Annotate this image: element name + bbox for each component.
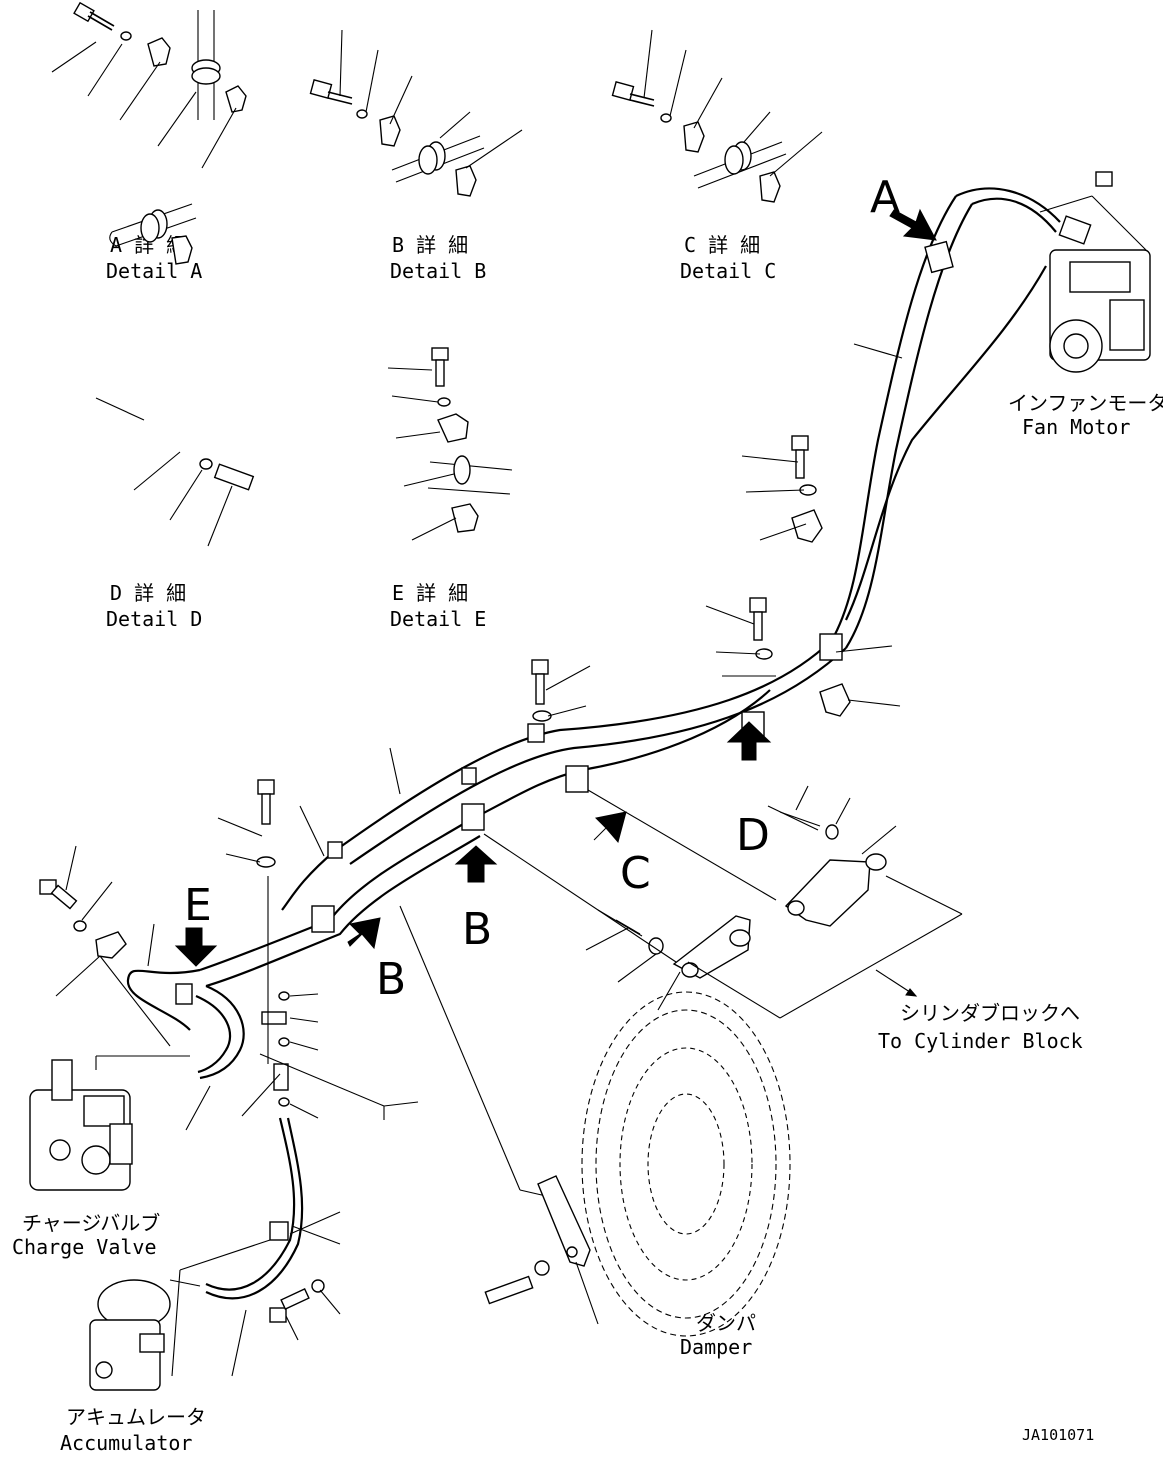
detail-e-title-en: Detail E: [390, 607, 486, 631]
detail-a-title-en: Detail A: [106, 259, 202, 283]
damper-drawing: [484, 991, 791, 1337]
detail-d-title-jp: D 詳 細: [110, 581, 186, 605]
damper-label-en: Damper: [680, 1335, 752, 1359]
detail-b-drawing: [309, 29, 523, 197]
detail-c-title-jp: C 詳 細: [684, 233, 760, 257]
detail-d-title-en: Detail D: [106, 607, 202, 631]
main-hose-assembly: [39, 187, 1061, 1377]
view-arrows: [174, 208, 937, 967]
detail-c-drawing: [611, 29, 823, 203]
charge-valve-label-en: Charge Valve: [12, 1235, 157, 1259]
cylinder-block-label-jp: シリンダブロックへ: [900, 1001, 1080, 1025]
accumulator-drawing: [89, 1279, 201, 1391]
damper-label-jp: ダンパ: [696, 1311, 756, 1335]
charge-valve-drawing: [29, 1059, 133, 1191]
fan-motor-label-jp: インファンモータ: [1008, 391, 1163, 415]
detail-b-title-en: Detail B: [390, 259, 486, 283]
detail-d-drawing: [95, 203, 255, 547]
detail-b-title-jp: B 詳 細: [392, 233, 468, 257]
detail-c-title-en: Detail C: [680, 259, 776, 283]
detail-e-title-jp: E 詳 細: [392, 581, 468, 605]
accumulator-label-en: Accumulator: [60, 1431, 192, 1455]
fan-motor-drawing: [1039, 171, 1151, 373]
accumulator-label-jp: アキュムレータ: [66, 1405, 206, 1429]
view-letter-b2: B: [376, 954, 406, 1005]
view-letter-b1: B: [462, 904, 492, 955]
view-letter-c: C: [620, 848, 651, 899]
charge-valve-label-jp: チャージバルブ: [22, 1211, 160, 1235]
fan-motor-label-en: Fan Motor: [1022, 415, 1130, 439]
view-letter-d: D: [736, 810, 770, 861]
detail-a-drawing: [51, 1, 247, 169]
view-letter-e: E: [184, 880, 212, 931]
detail-e-drawing: [387, 347, 513, 541]
view-letter-a: A: [870, 172, 900, 223]
drawing-id: JA101071: [1022, 1426, 1094, 1444]
cylinder-block-label-en: To Cylinder Block: [878, 1029, 1083, 1053]
